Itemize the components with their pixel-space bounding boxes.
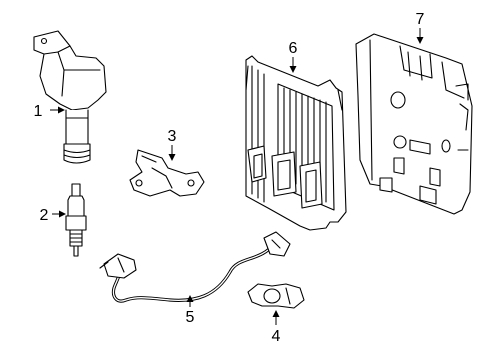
camshaft-position-sensor	[129, 149, 205, 197]
callout-6: 6	[289, 40, 298, 57]
callout-4: 4	[272, 328, 281, 345]
ignition-coil	[33, 30, 107, 164]
callout-1: 1	[34, 103, 43, 120]
callout-7: 7	[416, 11, 425, 28]
ecm-bracket	[355, 33, 473, 215]
crankshaft-position-sensor	[247, 283, 305, 309]
callout-5: 5	[186, 309, 195, 326]
engine-control-module	[245, 55, 347, 231]
callout-2: 2	[40, 207, 49, 224]
oxygen-sensor	[99, 231, 291, 303]
spark-plug	[65, 183, 87, 257]
callout-3: 3	[168, 128, 177, 145]
